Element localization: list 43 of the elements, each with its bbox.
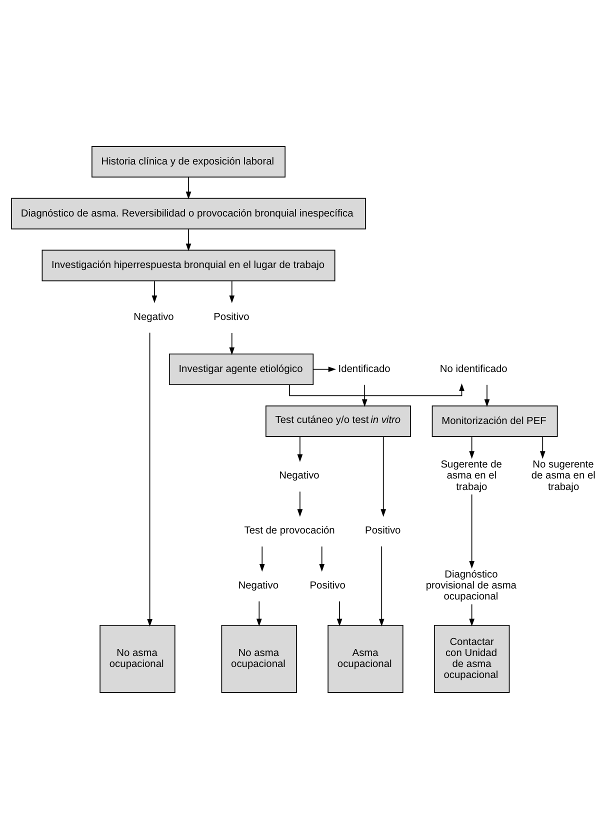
arrow (469, 436, 474, 459)
arrow (229, 332, 235, 356)
node-box: Test cutáneo y/o test in vitro (266, 405, 411, 437)
node-box: No asma ocupacional (221, 624, 297, 694)
arrow (152, 280, 158, 304)
arrow (256, 600, 262, 626)
node-text: Negativo (279, 470, 320, 482)
arrow (229, 280, 235, 304)
arrow (319, 546, 325, 572)
node-text: Test de provocación (244, 526, 335, 537)
arrow (147, 332, 152, 627)
arrow (336, 600, 342, 626)
node-text: Negativo (134, 312, 174, 324)
node-box: Investigar agente etiológico (168, 354, 314, 386)
node-text: Positivo (365, 526, 401, 537)
arrow (380, 436, 386, 517)
arrow (259, 546, 265, 572)
node-box: Monitorización del PEF (432, 405, 558, 437)
arrow (297, 436, 303, 462)
node-text: Positivo (214, 312, 250, 324)
node-text: Positivo (310, 580, 346, 592)
arrow (469, 494, 474, 569)
arrow (469, 604, 474, 626)
node-box: Diagnóstico de asma. Reversibilidad o provocación bronquial inespecífica (11, 198, 366, 230)
arrow (312, 366, 336, 372)
node-box: Historia clínica y de exposición laboral (92, 146, 286, 178)
arrow (297, 491, 303, 517)
arrow (186, 176, 192, 200)
node-box: No asma ocupacional (100, 624, 176, 694)
node-box: Asma ocupacional (328, 624, 404, 694)
node-text: Diagnóstico provisional de asma ocupacional (426, 569, 516, 603)
node-text: Identificado (338, 364, 390, 375)
node-text: No sugerente de asma en el trabajo (531, 460, 596, 493)
node-text: Negativo (238, 580, 279, 592)
arrow (484, 384, 490, 407)
node-text: Sugerente de asma en el trabajo (440, 460, 502, 493)
node-box: Contactar con Unidad de asma ocupacional (434, 624, 510, 694)
arrow (540, 436, 546, 459)
node-box: Investigación hiperrespuesta bronquial en el lugar de trabajo (42, 250, 336, 282)
arrow (186, 228, 192, 252)
node-text: No identificado (440, 364, 508, 375)
arrow (378, 546, 384, 627)
arrow (362, 384, 368, 407)
